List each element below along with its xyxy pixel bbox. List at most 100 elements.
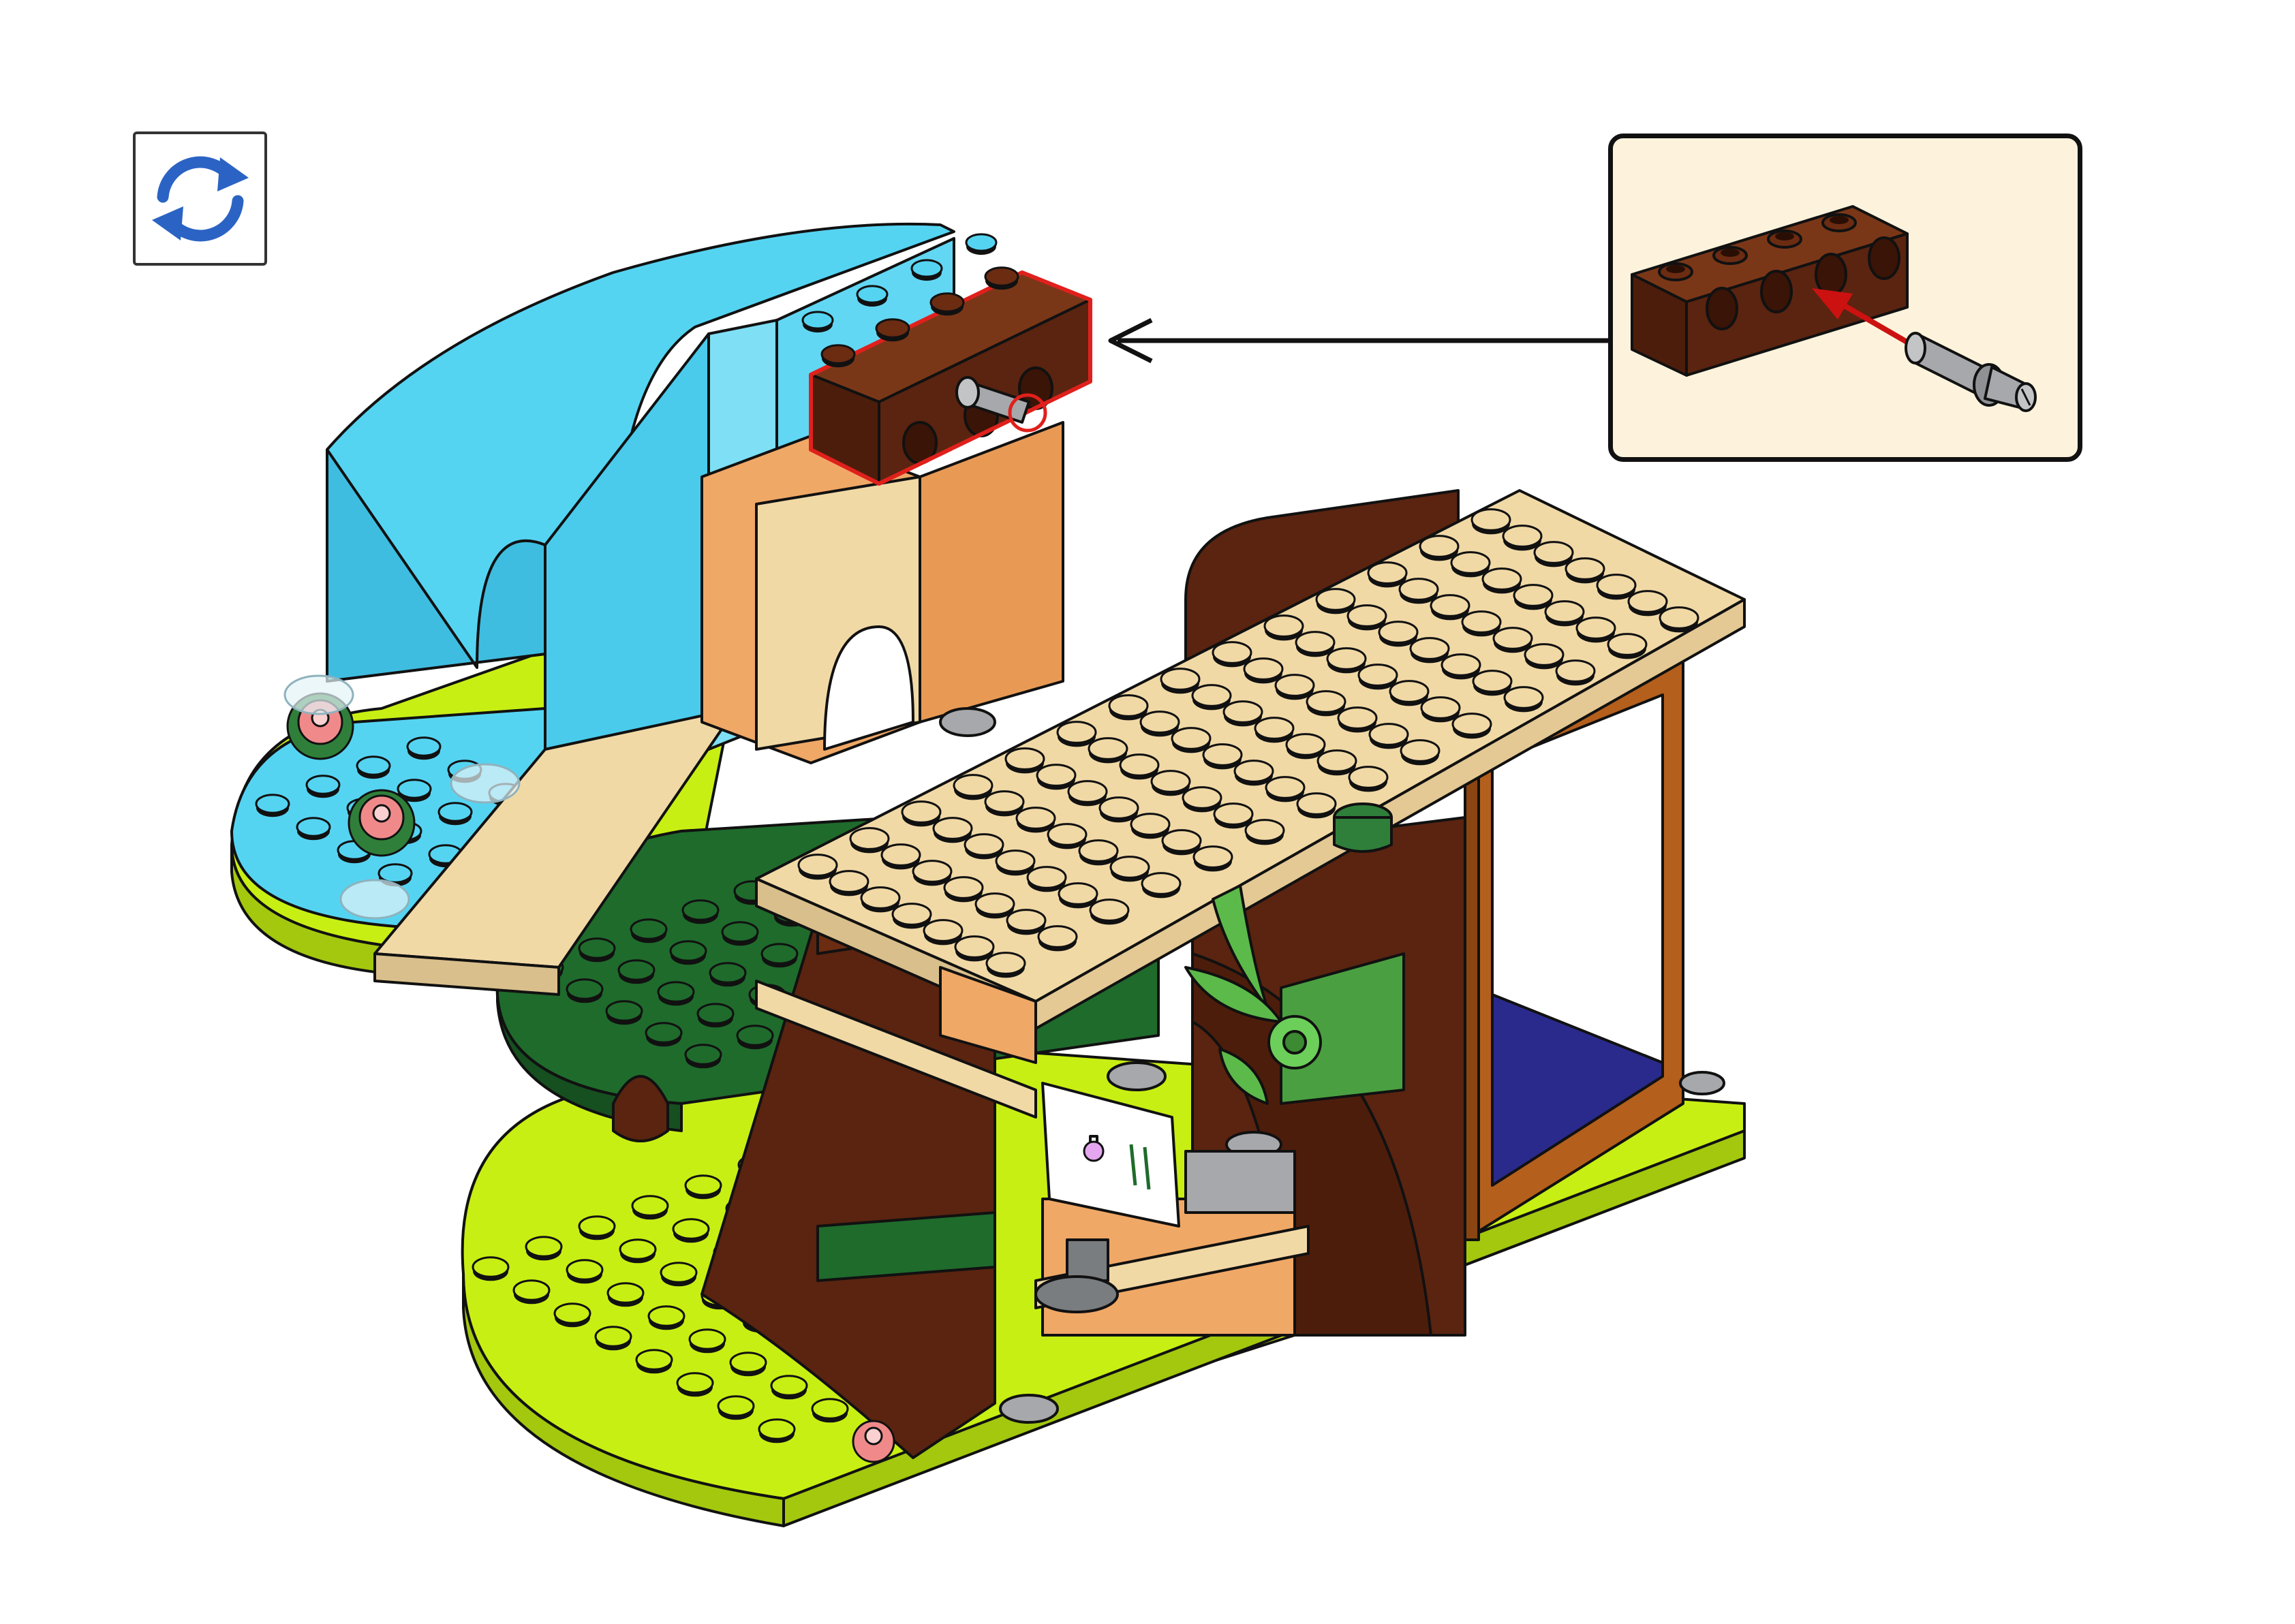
stud (1088, 737, 1128, 760)
stud (1089, 899, 1130, 922)
stud (1357, 663, 1398, 687)
stud (829, 870, 869, 893)
stud (1078, 839, 1119, 862)
stud (974, 892, 1015, 916)
rotate-indicator (133, 131, 267, 266)
stud (1098, 796, 1139, 819)
whiteboard-accessory (1034, 1082, 1296, 1313)
stud (1037, 925, 1078, 948)
stud (758, 1418, 796, 1440)
stud (984, 790, 1025, 813)
stud (965, 233, 998, 252)
stud (1171, 727, 1212, 750)
stud (856, 285, 889, 304)
stud (1263, 614, 1304, 638)
stud (709, 962, 747, 984)
stud (696, 1003, 735, 1025)
stud (1378, 621, 1419, 644)
stud (1326, 647, 1367, 670)
stud (472, 1256, 510, 1278)
brown-cone-piece (612, 1075, 669, 1142)
stud (1139, 710, 1180, 734)
stud (1400, 739, 1441, 762)
stud (1150, 770, 1191, 793)
stud (1243, 657, 1284, 681)
stud (736, 1025, 774, 1046)
stud (1222, 700, 1263, 723)
stud (1192, 845, 1233, 869)
stud (1627, 590, 1668, 613)
stud (605, 1000, 643, 1022)
stud (684, 1044, 722, 1065)
stud (1337, 706, 1378, 730)
stud (1254, 717, 1295, 740)
rotate-model-icon (152, 156, 249, 242)
stud (1502, 525, 1543, 548)
stud (669, 940, 707, 962)
stud (1441, 653, 1481, 676)
stud (875, 318, 910, 339)
stud (797, 854, 838, 877)
stud (811, 1398, 849, 1420)
stud (1450, 551, 1491, 574)
stud (1285, 733, 1326, 756)
stud (1419, 535, 1460, 558)
stud (1389, 680, 1430, 703)
technic-brick-studs (801, 233, 1019, 368)
stud (1346, 604, 1387, 627)
stud (717, 1395, 755, 1417)
stud (1555, 659, 1596, 683)
stud (525, 1236, 563, 1258)
stud (770, 1375, 808, 1396)
stud (729, 1352, 767, 1373)
stud (1481, 567, 1522, 591)
stud (1575, 616, 1616, 640)
stud (891, 903, 932, 926)
stud (880, 843, 921, 866)
stud (606, 1282, 645, 1304)
stud (923, 919, 964, 942)
stud (1141, 872, 1182, 895)
stud (296, 817, 331, 837)
stud (985, 952, 1026, 975)
stud (1316, 749, 1357, 772)
stud (721, 921, 759, 943)
stud (1191, 684, 1232, 707)
stud (1056, 721, 1097, 744)
stud (1067, 780, 1108, 803)
stud (619, 1238, 657, 1260)
stud (660, 1262, 698, 1283)
gray-round-tiles (939, 707, 1725, 1424)
stud (356, 755, 391, 776)
callout-pointer-arrow (1108, 317, 1608, 364)
stud (1409, 637, 1450, 660)
stud (820, 344, 856, 364)
stud (635, 1349, 673, 1371)
stud (1202, 743, 1243, 766)
stud (255, 794, 290, 814)
stud (657, 981, 695, 1003)
stud (1533, 541, 1574, 564)
stud (1398, 578, 1439, 601)
stud (578, 1215, 616, 1237)
stud (1348, 766, 1389, 789)
stud (1130, 813, 1171, 836)
stud (760, 943, 799, 965)
stud (1212, 641, 1252, 664)
stud (676, 1372, 714, 1394)
stud (1524, 643, 1565, 666)
stud (647, 1305, 686, 1327)
stud (1607, 633, 1648, 656)
stud (1109, 856, 1150, 879)
stud (1006, 909, 1047, 932)
stud (1565, 557, 1605, 580)
stud (1047, 823, 1088, 846)
stud (1492, 627, 1533, 650)
stud (594, 1326, 632, 1347)
stud (932, 817, 973, 840)
stud (1451, 713, 1492, 736)
stud (1160, 668, 1201, 691)
stud (1036, 764, 1077, 787)
dark-orange-frame (1464, 653, 1684, 1241)
stud (1367, 561, 1408, 584)
